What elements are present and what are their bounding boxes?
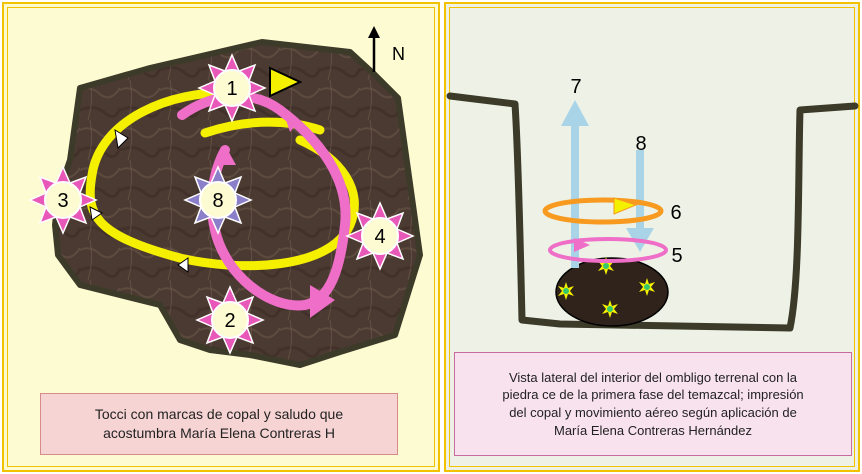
left-caption-text: Tocci con marcas de copal y saludo que a… — [94, 406, 344, 441]
pink-arrowhead-bottom — [310, 285, 335, 318]
copal-star — [602, 300, 618, 318]
ring-6 — [542, 197, 664, 225]
ring-5 — [548, 237, 668, 263]
yellow-arrowhead-left — [114, 128, 129, 150]
marker-8 — [183, 165, 253, 235]
label-7: 7 — [570, 76, 581, 98]
marker-8-label: 8 — [212, 190, 223, 212]
yellow-path-top — [200, 117, 325, 138]
north-label: N — [392, 44, 405, 64]
copal-star — [598, 257, 614, 275]
marker-1-label: 1 — [226, 78, 237, 100]
north-arrow — [368, 26, 380, 72]
marker-4 — [345, 201, 415, 271]
right-caption-text: Vista lateral del interior del ombligo t… — [502, 369, 804, 438]
copal-star — [639, 278, 655, 296]
marker-2-label: 2 — [224, 310, 235, 332]
marker-2 — [195, 285, 265, 355]
marker-3 — [28, 165, 98, 235]
yellow-arrowhead-top — [269, 66, 303, 98]
pink-arrowhead-center — [214, 145, 236, 165]
label-8: 8 — [635, 133, 646, 155]
marker-4-label: 4 — [374, 226, 385, 248]
right-caption: Vista lateral del interior del ombligo t… — [454, 352, 852, 456]
marker-1 — [197, 53, 267, 123]
ring-6-arrowhead — [613, 197, 638, 215]
pink-path — [177, 91, 351, 311]
ring-5-arrowhead — [574, 238, 590, 252]
label-5: 5 — [671, 245, 682, 267]
piedra-ce — [555, 257, 669, 327]
label-6: 6 — [670, 202, 681, 224]
marker-3-label: 3 — [57, 190, 68, 212]
pit-outline — [446, 92, 859, 332]
yellow-arrowhead-bottom — [177, 257, 189, 273]
copal-star — [558, 282, 574, 300]
yellow-path-outer — [85, 88, 359, 271]
pink-arrowhead-right — [282, 108, 298, 132]
yellow-arrowhead-left-bottom — [89, 206, 103, 221]
left-caption: Tocci con marcas de copal y saludo que a… — [40, 393, 398, 455]
